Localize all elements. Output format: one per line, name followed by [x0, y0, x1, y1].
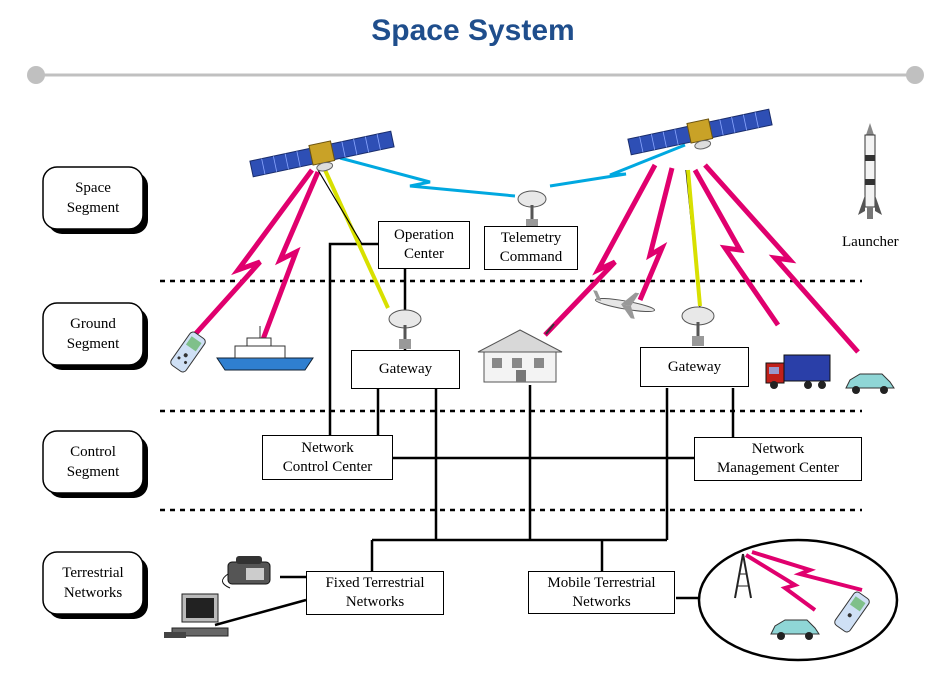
gateway-right-box: Gateway: [640, 347, 749, 387]
car-icon: [845, 373, 895, 394]
house-icon: [477, 323, 563, 383]
satellite-icon: [249, 130, 395, 178]
satellite-links: [188, 143, 863, 612]
dish-antenna-icon: [388, 309, 422, 349]
dish-antenna-icon: [517, 190, 547, 227]
car-icon: [770, 619, 820, 640]
computer-icon: [164, 593, 229, 638]
dish-antenna-icon: [681, 306, 715, 346]
gateway-left-box: Gateway: [351, 350, 460, 389]
airplane-icon: [593, 290, 656, 319]
ship-icon: [216, 326, 314, 371]
wiring: [214, 242, 735, 627]
title-divider: [27, 66, 924, 84]
telephone-icon: [222, 556, 271, 589]
cell-tower-icon: [734, 553, 752, 599]
mobile-phone-icon: [170, 331, 206, 373]
rocket-icon: [858, 123, 882, 219]
truck-icon: [765, 354, 831, 389]
launcher-label: Launcher: [842, 234, 899, 250]
mobile-phone-icon: [834, 591, 870, 633]
satellite-icon: [627, 108, 773, 156]
segment-label-frames: [42, 166, 148, 619]
page-title: Space System: [371, 14, 575, 47]
